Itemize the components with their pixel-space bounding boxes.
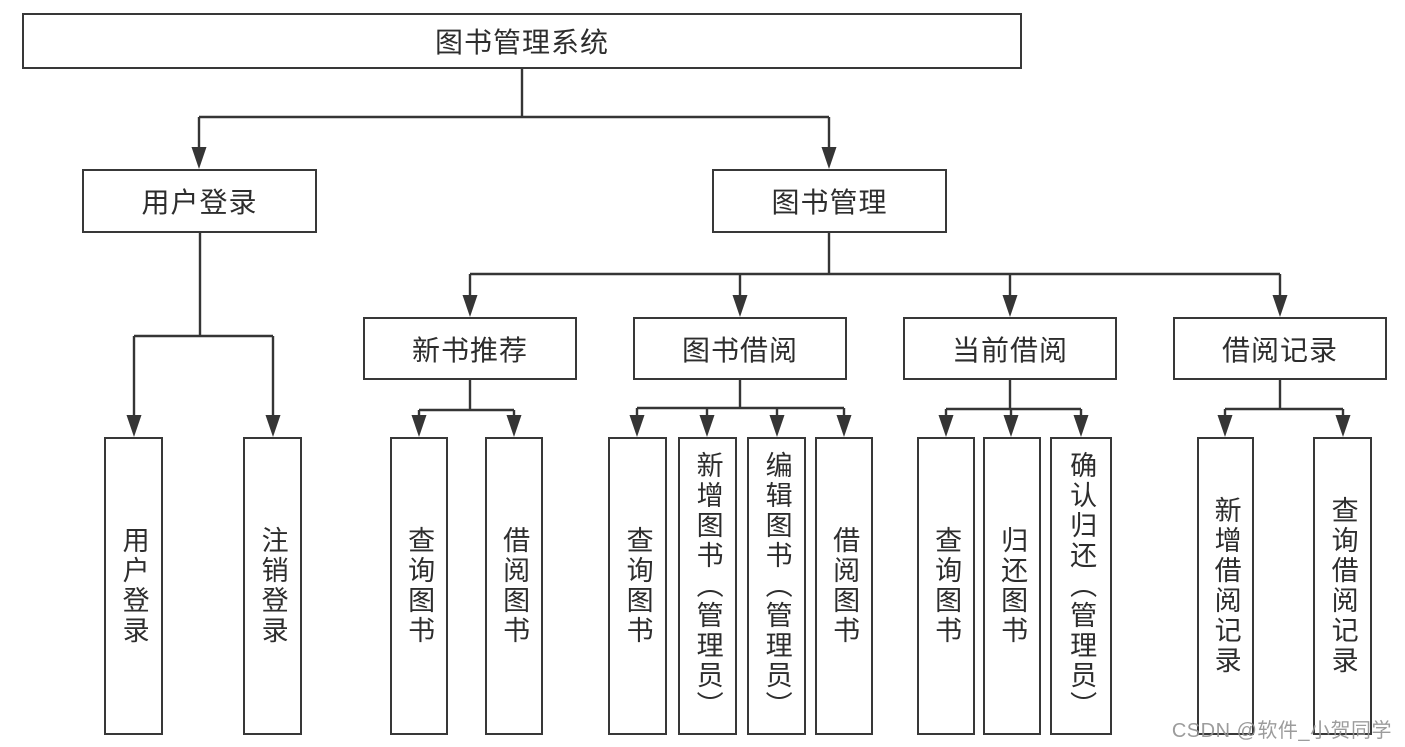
node-label: 新增借阅记录	[1210, 496, 1241, 676]
leaf-edit-books-admin: 编辑图书（管理员）	[747, 437, 806, 735]
node-label: 归还图书	[997, 526, 1028, 646]
node-label: 查询借阅记录	[1327, 496, 1358, 676]
connector-new-book-recommend-to-leaves	[411, 380, 522, 437]
leaf-borrow-books-borrowing: 借阅图书	[815, 437, 873, 735]
leaf-user-login: 用户登录	[104, 437, 163, 735]
node-library-management-system: 图书管理系统	[22, 13, 1022, 69]
leaf-query-borrow-record: 查询借阅记录	[1313, 437, 1372, 735]
connector-book-management-to-level3	[462, 233, 1288, 317]
node-label: 借阅记录	[1221, 334, 1338, 366]
leaf-borrow-books-recommend: 借阅图书	[485, 437, 543, 735]
csdn-watermark: CSDN @软件_小贺同学	[1171, 720, 1392, 742]
node-label: 新书推荐	[411, 334, 528, 366]
node-label: 确认归还（管理员）	[1066, 451, 1097, 721]
node-current-borrowing: 当前借阅	[903, 317, 1117, 380]
leaf-add-books-admin: 新增图书（管理员）	[678, 437, 737, 735]
leaf-add-borrow-record: 新增借阅记录	[1197, 437, 1254, 735]
leaf-query-books-current: 查询图书	[917, 437, 975, 735]
node-label: 图书借阅	[681, 334, 798, 366]
leaf-query-books-recommend: 查询图书	[390, 437, 448, 735]
node-user-login: 用户登录	[82, 169, 317, 233]
node-label: 编辑图书（管理员）	[761, 451, 792, 721]
node-borrowing-records: 借阅记录	[1173, 317, 1387, 380]
node-new-book-recommend: 新书推荐	[363, 317, 577, 380]
leaf-query-books-borrowing: 查询图书	[608, 437, 667, 735]
node-label: 用户登录	[118, 526, 149, 646]
leaf-confirm-return-admin: 确认归还（管理员）	[1050, 437, 1112, 735]
connector-borrowing-records-to-leaves	[1217, 380, 1351, 437]
node-label: 图书管理系统	[434, 27, 609, 58]
node-label: 借阅图书	[829, 526, 860, 646]
connector-root-to-level2	[191, 69, 837, 169]
node-label: 当前借阅	[951, 334, 1068, 366]
node-label: 新增图书（管理员）	[692, 451, 723, 721]
node-book-borrowing: 图书借阅	[633, 317, 847, 380]
connector-user-login-to-leaves	[126, 233, 281, 437]
node-book-management: 图书管理	[712, 169, 947, 233]
node-label: 用户登录	[141, 187, 258, 218]
node-label: 借阅图书	[499, 526, 530, 646]
leaf-return-books: 归还图书	[983, 437, 1041, 735]
node-label: 查询图书	[404, 526, 435, 646]
leaf-logout: 注销登录	[243, 437, 302, 735]
node-label: 图书管理	[771, 187, 888, 218]
node-label: 注销登录	[257, 526, 288, 646]
node-label: 查询图书	[622, 526, 653, 646]
connector-book-borrowing-to-leaves	[629, 380, 852, 437]
node-label: 查询图书	[931, 526, 962, 646]
connector-current-borrowing-to-leaves	[938, 380, 1089, 437]
